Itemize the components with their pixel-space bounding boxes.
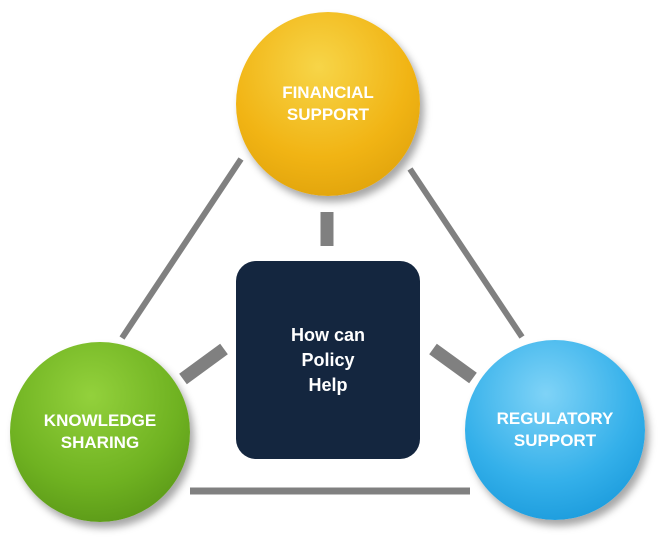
policy-help-box: How can Policy Help	[236, 261, 420, 459]
center-label-line2: Policy	[301, 349, 355, 370]
regulatory-support-label: REGULATORY SUPPORT	[497, 408, 614, 452]
knowledge-label-line1: KNOWLEDGE	[43, 411, 157, 430]
policy-help-label: How can Policy Help	[291, 323, 365, 398]
financial-label-line2: SUPPORT	[286, 105, 370, 124]
regulatory-support-node: REGULATORY SUPPORT	[465, 340, 645, 520]
spoke-regulatory	[429, 343, 477, 384]
financial-label-line1: FINANCIAL	[282, 83, 374, 102]
center-label-line1: How can	[290, 324, 365, 345]
knowledge-label-line2: SHARING	[60, 433, 140, 452]
knowledge-sharing-node: KNOWLEDGE SHARING	[10, 342, 190, 522]
center-label-line3: Help	[308, 374, 348, 395]
financial-support-node: FINANCIAL SUPPORT	[236, 12, 420, 196]
spoke-knowledge	[179, 343, 228, 385]
knowledge-sharing-label: KNOWLEDGE SHARING	[44, 410, 156, 454]
regulatory-label-line2: SUPPORT	[513, 431, 597, 450]
edge-financial-regulatory	[407, 167, 525, 339]
regulatory-label-line1: REGULATORY	[496, 409, 614, 428]
edge-financial-knowledge	[119, 157, 244, 340]
financial-support-label: FINANCIAL SUPPORT	[282, 82, 374, 126]
